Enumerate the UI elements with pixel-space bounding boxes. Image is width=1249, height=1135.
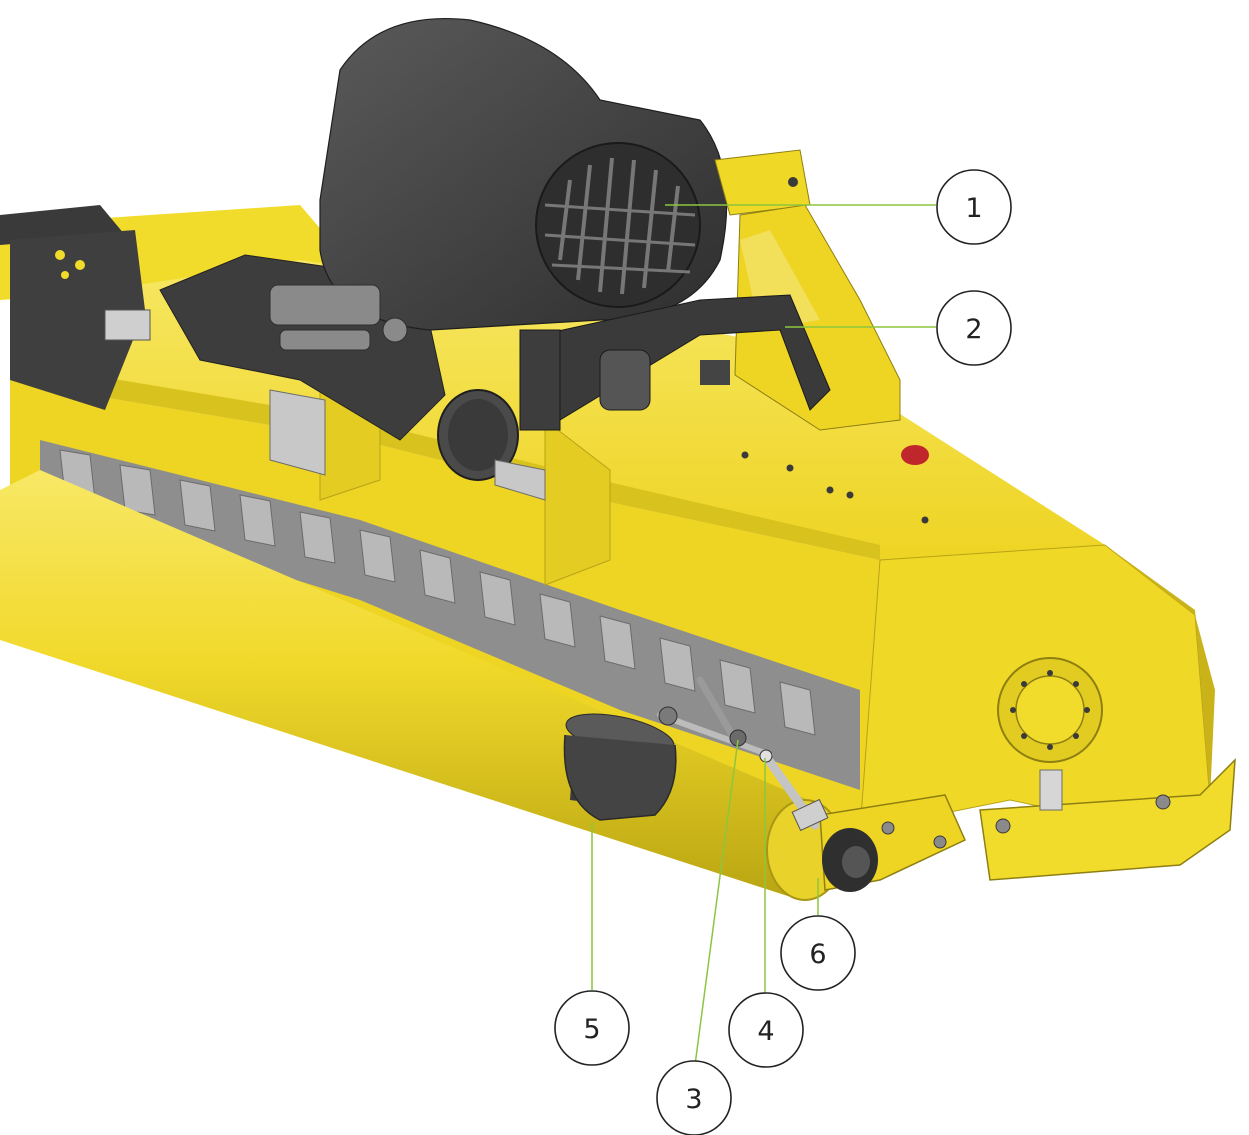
blower-assembly (159, 17, 728, 481)
cylinder-guard (563, 713, 677, 821)
gusset-left (544, 418, 611, 586)
mount-plates (269, 389, 546, 501)
skid-plate (979, 758, 1236, 881)
callout-1: 1 (936, 169, 1012, 245)
callouts: 1 2 3 4 5 6 (554, 169, 1012, 1135)
hitch-bar (519, 294, 831, 431)
callout-4: 4 (728, 992, 804, 1068)
fan-grille (535, 142, 701, 308)
end-cap (859, 445, 1236, 881)
top-holes (741, 451, 929, 524)
greasing-kit (657, 676, 829, 832)
leader-lines (591, 204, 936, 1066)
leader-line-3 (694, 739, 739, 1066)
roller-adjust-knob (822, 828, 878, 892)
end-cap-side (1105, 545, 1215, 800)
hydraulic-motor (269, 284, 408, 351)
callout-4-label: 4 (757, 1016, 774, 1047)
callout-5: 5 (554, 990, 630, 1066)
rotor-knives (59, 449, 816, 736)
callout-3-label: 3 (685, 1084, 702, 1115)
callout-2-label: 2 (965, 314, 982, 345)
drive-box (0, 205, 151, 410)
callout-6-label: 6 (809, 939, 826, 970)
callout-1-label: 1 (965, 193, 982, 224)
callout-6: 6 (780, 915, 856, 991)
callout-2: 2 (936, 290, 1012, 366)
callout-5-label: 5 (583, 1014, 600, 1045)
callout-3: 3 (656, 1060, 732, 1135)
red-cap (901, 445, 929, 465)
